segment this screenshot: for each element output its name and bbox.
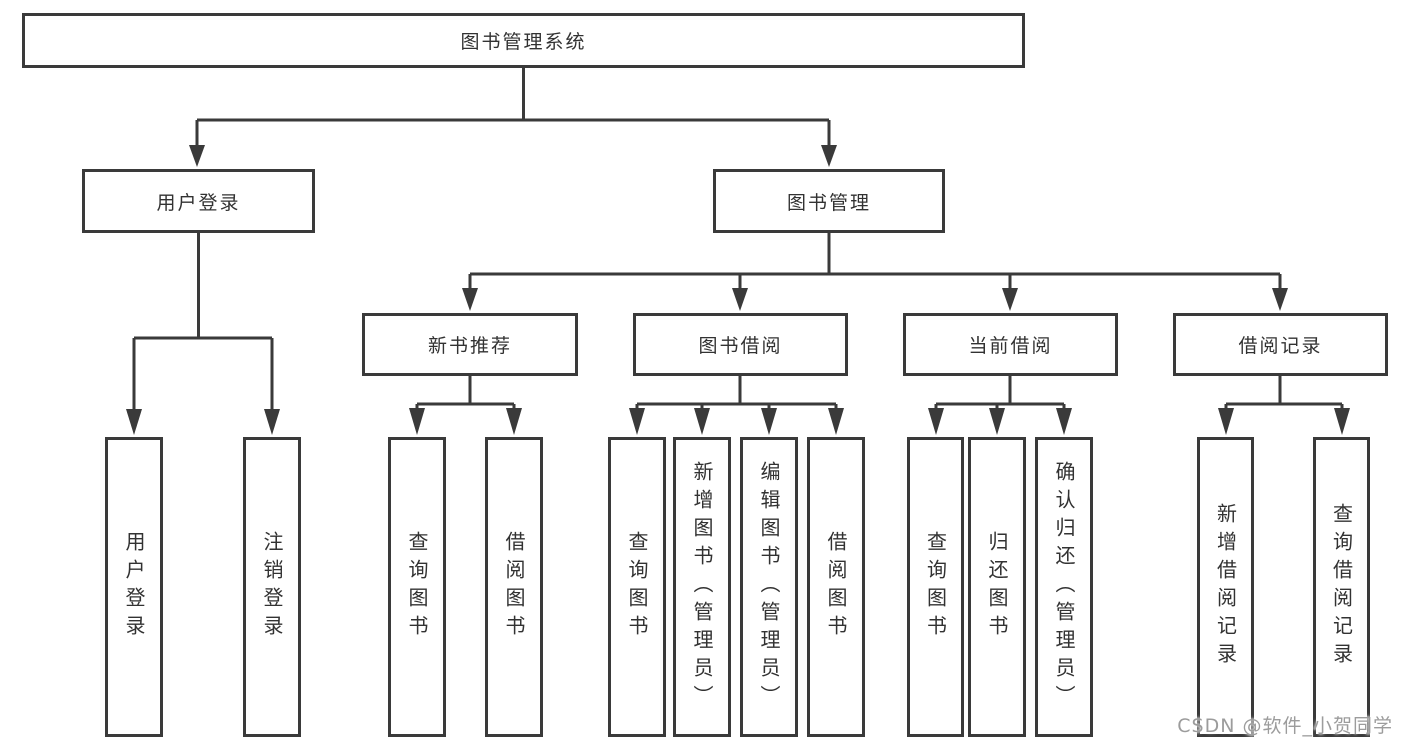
arrowhead — [189, 145, 205, 167]
arrowhead — [989, 408, 1005, 435]
node-new-book-recommend-label: 新书推荐 — [427, 335, 512, 357]
leaf-logout-label: 注销登录 — [260, 531, 284, 643]
leaf-query-books-recommend: 查询图书 — [388, 437, 446, 737]
arrowhead — [828, 408, 844, 435]
leaf-add-book-admin-label: 新增图书（管理员） — [690, 461, 714, 713]
leaf-add-borrow-record: 新增借阅记录 — [1197, 437, 1254, 737]
connector-current-to-leaves — [934, 376, 1066, 411]
arrowhead — [761, 408, 777, 435]
leaf-borrow-books-recommend: 借阅图书 — [485, 437, 543, 737]
leaf-query-books-current: 查询图书 — [907, 437, 964, 737]
watermark: CSDN @软件_小贺同学 — [1177, 715, 1393, 737]
arrowhead — [1272, 288, 1288, 311]
leaf-user-login-label: 用户登录 — [122, 531, 146, 643]
arrowhead — [928, 408, 944, 435]
connector-bookmgmt-to-sections — [468, 233, 1282, 290]
leaf-add-borrow-record-label: 新增借阅记录 — [1213, 503, 1238, 671]
node-borrow-records: 借阅记录 — [1173, 313, 1388, 376]
connector-root-to-level2 — [195, 68, 831, 148]
node-book-management-label: 图书管理 — [786, 191, 871, 214]
node-root: 图书管理系统 — [22, 13, 1025, 68]
leaf-logout: 注销登录 — [243, 437, 301, 737]
leaf-edit-book-admin: 编辑图书（管理员） — [740, 437, 798, 737]
arrowhead — [462, 288, 478, 311]
arrowhead — [126, 409, 142, 435]
leaf-borrow-books-borrowing-label: 借阅图书 — [824, 531, 848, 643]
leaf-query-books-borrowing: 查询图书 — [608, 437, 666, 737]
node-user-login-label: 用户登录 — [156, 191, 241, 214]
node-borrow-records-label: 借阅记录 — [1238, 335, 1323, 357]
arrowheads — [126, 145, 1350, 435]
arrowhead — [821, 145, 837, 167]
node-book-management: 图书管理 — [713, 169, 945, 233]
connector-borrowing-to-leaves — [635, 376, 838, 411]
arrowhead — [1002, 288, 1018, 311]
node-root-label: 图书管理系统 — [460, 31, 587, 53]
leaf-borrow-books-borrowing: 借阅图书 — [807, 437, 865, 737]
arrowhead — [732, 288, 748, 311]
leaf-query-books-current-label: 查询图书 — [923, 531, 948, 643]
leaf-edit-book-admin-label: 编辑图书（管理员） — [757, 461, 781, 713]
connector-records-to-leaves — [1224, 376, 1344, 411]
arrowhead — [1056, 408, 1072, 435]
leaf-query-books-recommend-label: 查询图书 — [405, 531, 429, 643]
arrowhead — [1334, 408, 1350, 435]
node-new-book-recommend: 新书推荐 — [362, 313, 578, 376]
leaf-user-login: 用户登录 — [105, 437, 163, 737]
node-book-borrowing: 图书借阅 — [633, 313, 848, 376]
arrowhead — [694, 408, 710, 435]
leaf-query-borrow-record: 查询借阅记录 — [1313, 437, 1370, 737]
arrowhead — [264, 409, 280, 435]
arrowhead — [506, 408, 522, 435]
connector-newbook-to-leaves — [415, 376, 516, 411]
leaf-borrow-books-recommend-label: 借阅图书 — [502, 531, 526, 643]
connector-userlogin-to-leaves — [132, 233, 274, 412]
leaf-confirm-return-admin-label: 确认归还（管理员） — [1052, 461, 1076, 713]
node-current-borrowing: 当前借阅 — [903, 313, 1118, 376]
leaf-confirm-return-admin: 确认归还（管理员） — [1035, 437, 1093, 737]
arrowhead — [1218, 408, 1234, 435]
node-user-login: 用户登录 — [82, 169, 315, 233]
leaf-query-books-borrowing-label: 查询图书 — [625, 531, 649, 643]
node-book-borrowing-label: 图书借阅 — [698, 335, 783, 357]
arrowhead — [409, 408, 425, 435]
arrowhead — [629, 408, 645, 435]
leaf-return-books: 归还图书 — [968, 437, 1026, 737]
leaf-query-borrow-record-label: 查询借阅记录 — [1329, 503, 1354, 671]
leaf-add-book-admin: 新增图书（管理员） — [673, 437, 731, 737]
node-current-borrowing-label: 当前借阅 — [968, 335, 1053, 357]
leaf-return-books-label: 归还图书 — [985, 531, 1009, 643]
